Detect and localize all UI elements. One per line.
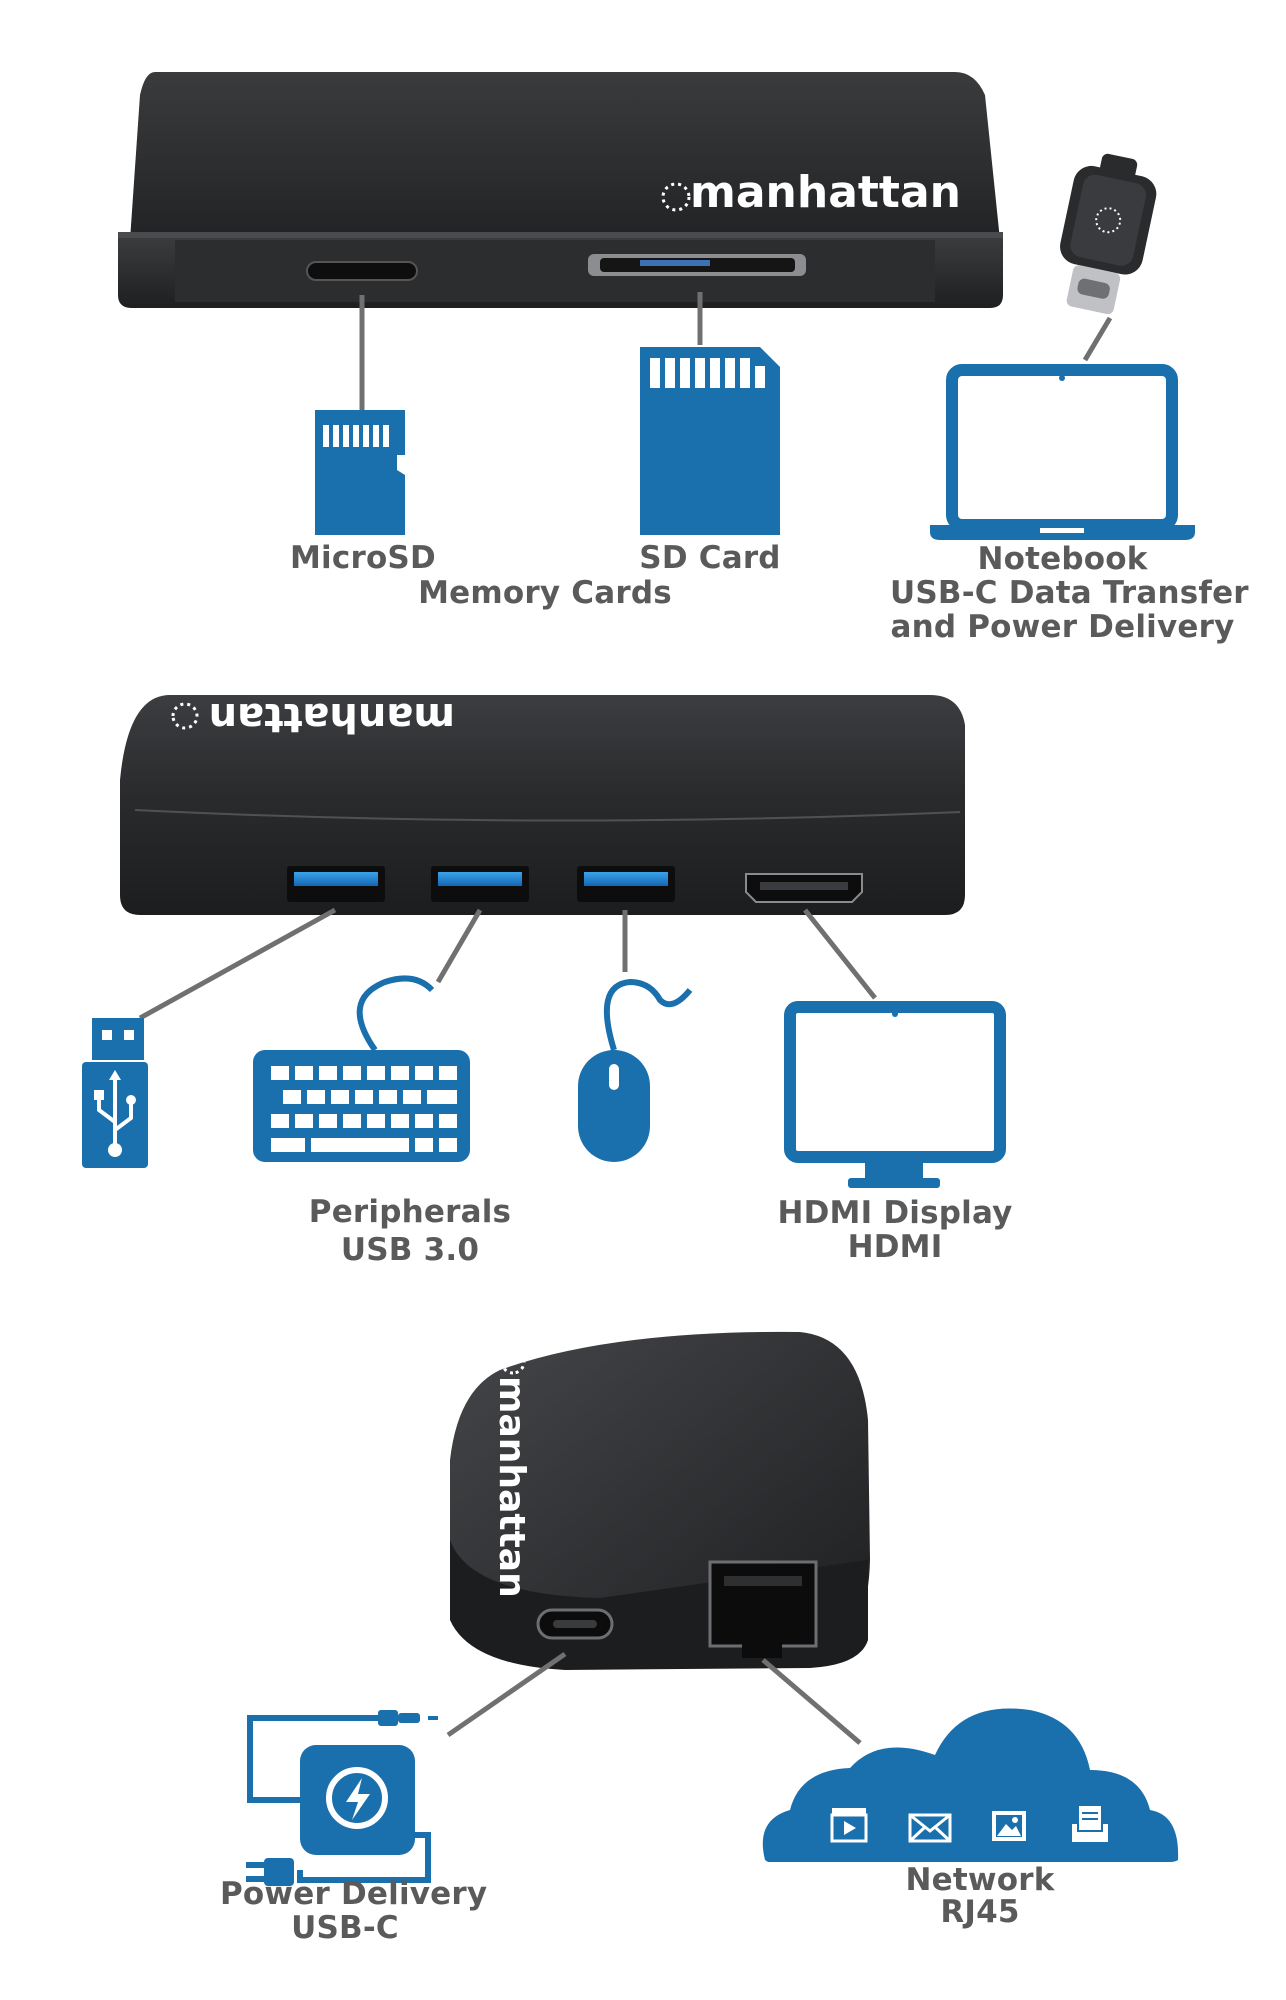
manhattan-logo-vertical: manhattan [491, 1349, 532, 1598]
peripherals-line-2: USB 3.0 [340, 1232, 480, 1268]
microsd-label: MicroSD [290, 540, 436, 576]
microsd-card-icon [315, 410, 405, 535]
logo-text: manhattan [209, 694, 455, 740]
hdmi-line-1: HDMI Display [777, 1195, 1013, 1231]
cloud-icon [762, 1708, 1179, 1862]
usb-flash-drive-icon [82, 1018, 148, 1168]
notebook-label: Notebook USB-C Data Transfer and Power D… [890, 541, 1249, 645]
hub-end-view: manhattan [450, 1331, 870, 1670]
monitor-icon [784, 1001, 1006, 1188]
leader-lines-top [359, 292, 1113, 410]
manhattan-logo: manhattan [661, 167, 961, 218]
hdmi-line-2: HDMI [847, 1229, 943, 1265]
hdmi-label: HDMI Display HDMI [775, 1196, 1015, 1264]
mail-icon [908, 1813, 952, 1843]
network-line-1: Network [905, 1862, 1055, 1898]
leader-lines-middle [138, 907, 877, 1021]
video-icon [830, 1808, 868, 1843]
laptop-icon [930, 364, 1195, 540]
usb-port-1 [287, 866, 385, 902]
hub-side-view: manhattan [120, 694, 965, 915]
peripherals-line-1: Peripherals [308, 1194, 512, 1230]
peripherals-label: Peripherals USB 3.0 [300, 1193, 520, 1269]
rj45-port [708, 1560, 818, 1658]
logo-text: manhattan [690, 167, 961, 218]
logo-text: manhattan [491, 1376, 532, 1598]
notebook-line-3: and Power Delivery [890, 609, 1235, 645]
power-adapter-icon [246, 1710, 438, 1886]
sd-card-label: SD Card [639, 540, 781, 576]
usb-port-2 [431, 866, 529, 902]
power-delivery-line-2: USB-C [291, 1910, 399, 1946]
hub-top-view: manhattan [118, 72, 1003, 308]
network-line-2: RJ45 [940, 1894, 1020, 1930]
network-label: Network RJ45 [880, 1864, 1080, 1928]
keyboard-icon [253, 975, 470, 1162]
power-delivery-label: Power Delivery USB-C [220, 1876, 488, 1946]
usb-port-3 [577, 866, 675, 902]
mouse-icon [578, 978, 693, 1162]
hdmi-port [745, 873, 863, 903]
document-icon [1072, 1804, 1108, 1842]
usb-c-plug-icon [1060, 153, 1157, 315]
notebook-line-1: Notebook [977, 541, 1148, 577]
microsd-slot [306, 261, 418, 281]
leader-lines-bottom [446, 1651, 862, 1745]
sd-card-icon [640, 347, 780, 535]
manhattan-logo-inverted: manhattan [171, 694, 455, 740]
usb-c-port [536, 1608, 614, 1640]
power-delivery-line-1: Power Delivery [220, 1876, 488, 1912]
image-icon [992, 1811, 1026, 1841]
memory-cards-label: Memory Cards [418, 575, 672, 611]
notebook-line-2: USB-C Data Transfer [890, 575, 1249, 611]
